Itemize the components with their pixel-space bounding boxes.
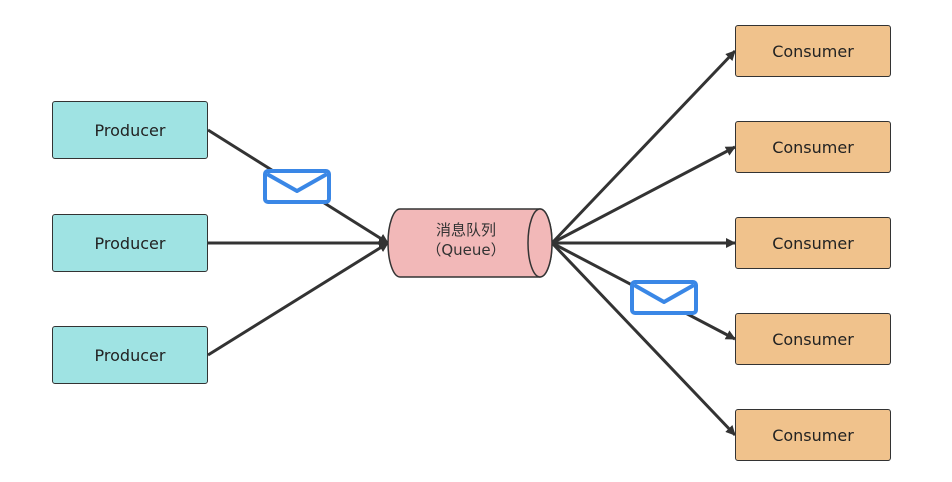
consumer-node: Consumer xyxy=(735,25,891,77)
queue-label-line1: 消息队列 xyxy=(435,221,496,239)
consumer-node: Consumer xyxy=(735,409,891,461)
producer-node: Producer xyxy=(52,101,208,159)
consumer-node: Consumer xyxy=(735,217,891,269)
arrow-queue-to-consumer-1 xyxy=(550,49,737,245)
arrow-producer-3-to-queue xyxy=(207,241,389,357)
envelope-icon xyxy=(630,280,698,315)
arrow-queue-to-consumer-2 xyxy=(551,145,736,245)
producer-node: Producer xyxy=(52,326,208,384)
consumer-node: Consumer xyxy=(735,121,891,173)
consumer-node: Consumer xyxy=(735,313,891,365)
arrow-queue-to-consumer-5 xyxy=(550,241,737,437)
queue-cylinder xyxy=(387,208,553,278)
queue-label-line2: （Queue） xyxy=(426,241,506,259)
producer-node: Producer xyxy=(52,214,208,272)
envelope-icon xyxy=(263,169,331,204)
queue-label: 消息队列 （Queue） xyxy=(392,220,540,260)
